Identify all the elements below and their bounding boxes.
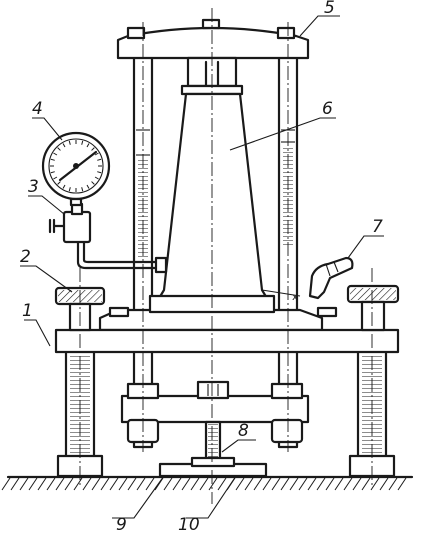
- gauge-valve: [48, 202, 92, 244]
- label-9: 9: [116, 515, 127, 534]
- release-valve: x: [261, 256, 354, 303]
- handwheel-right: [346, 284, 400, 332]
- top-crosshead: [116, 18, 310, 60]
- base-pad: [158, 456, 268, 478]
- pressure-gauge: [41, 131, 111, 207]
- label-8: 8: [238, 421, 249, 441]
- lower-crossbar: [120, 380, 310, 444]
- main-table: [54, 328, 400, 354]
- label-6: 6: [322, 99, 333, 119]
- label-4: 4: [32, 99, 43, 119]
- label-3: 3: [28, 177, 39, 197]
- label-5: 5: [324, 0, 335, 18]
- gauge-pipe: [76, 238, 168, 274]
- conical-housing: [156, 92, 270, 302]
- label-1: 1: [22, 301, 33, 321]
- base-flange: [98, 294, 338, 332]
- ground: [1, 475, 414, 491]
- label-2: 2: [20, 247, 31, 267]
- svg-text:x: x: [292, 292, 298, 303]
- label-10: 10: [178, 515, 200, 534]
- leader-lines: [20, 15, 384, 519]
- label-7: 7: [372, 217, 383, 237]
